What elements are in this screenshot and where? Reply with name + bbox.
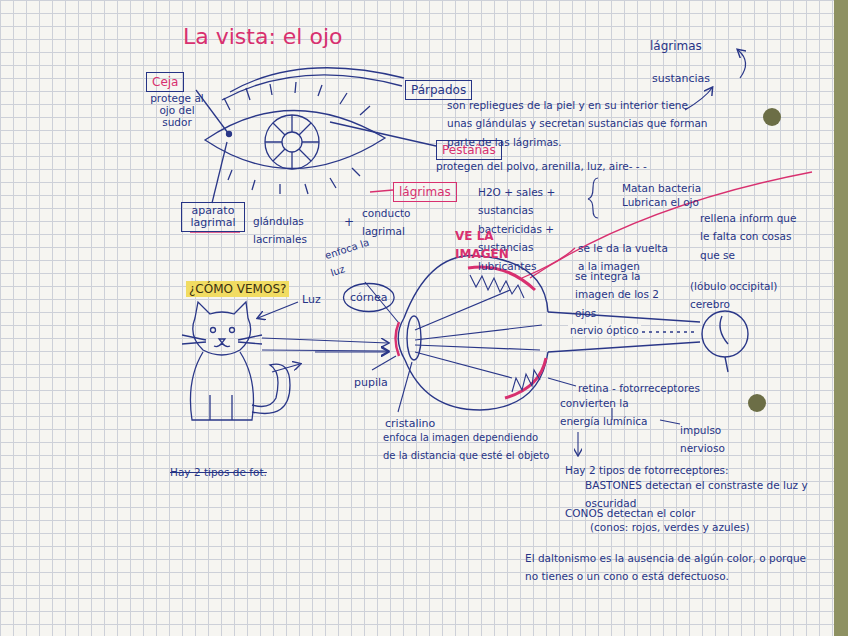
note-text: (conos: rojos, verdes y azules) xyxy=(590,521,750,533)
note-label: pupila xyxy=(354,372,388,390)
note-label: conducto lagrimal xyxy=(362,203,432,240)
node-heading: córnea xyxy=(342,282,396,313)
note-text: lágrimas xyxy=(650,39,702,53)
note-text: Hay 2 tipos de fot. xyxy=(170,466,267,478)
note-text: Hay 2 tipos de fotorreceptores: xyxy=(565,464,729,476)
note-label: Hay 2 tipos de fotorreceptores: xyxy=(565,460,729,478)
note-label: lágrimas xyxy=(650,36,702,54)
note-label: Luz xyxy=(302,289,321,307)
note-label: (lóbulo occipital) cerebro xyxy=(690,276,802,313)
light-rays xyxy=(258,290,542,378)
cornea-circle: córnea xyxy=(342,282,396,313)
note-text: cristalino xyxy=(385,417,435,430)
note-label: Lubrican el ojo xyxy=(622,192,699,210)
note-label: VE LA IMAGEN xyxy=(455,226,535,263)
title-text: La vista: el ojo xyxy=(183,24,343,49)
page-title: La vista: el ojo xyxy=(183,24,343,49)
note-text: CONOS detectan el color xyxy=(565,507,695,519)
note-text: se integra la imagen de los 2 ojos xyxy=(575,270,659,319)
note-text: + xyxy=(344,215,354,229)
note-text: BASTONES detectan el constraste de luz y… xyxy=(585,479,808,509)
tears-box: lágrimas xyxy=(393,181,457,202)
note-label: El daltonismo es la ausencia de algún co… xyxy=(525,548,815,585)
note-text: (lóbulo occipital) cerebro xyxy=(690,280,777,310)
note-label: se le da la vuelta a la imagen xyxy=(578,238,674,275)
eyelid-box: Párpados xyxy=(405,79,472,100)
note-text: retina - fotorreceptores xyxy=(578,382,700,394)
note-label: retina - fotorreceptores xyxy=(578,378,700,396)
note-text: Lubrican el ojo xyxy=(622,196,699,208)
note-label: (conos: rojos, verdes y azules) xyxy=(590,517,805,535)
note-label: enfoca la imagen dependiendo de la dista… xyxy=(383,427,553,464)
retina xyxy=(468,267,546,398)
note-label: ¿CÓMO VEMOS? xyxy=(186,279,289,297)
note-text: pupila xyxy=(354,376,388,389)
note-label: son repliegues de la piel y en su interi… xyxy=(447,95,709,150)
lacrimal-box: aparato lagrimal xyxy=(181,202,245,232)
red-accents xyxy=(190,172,812,278)
note-text: Luz xyxy=(302,293,321,306)
note-label: BASTONES detectan el constraste de luz y… xyxy=(585,475,810,512)
node-note: protegen del polvo, arenilla, luz, aire-… xyxy=(436,160,706,172)
node-heading: Ceja xyxy=(146,72,184,92)
note-label: glándulas lacrimales xyxy=(253,211,333,248)
note-text: rellena inform que le falta con cosas qu… xyxy=(700,212,796,261)
note-label: impulso nervioso xyxy=(680,420,750,457)
note-label: Hay 2 tipos de fot. xyxy=(170,462,267,480)
note-text: enfoca la imagen dependiendo de la dista… xyxy=(383,432,549,461)
node-heading: Párpados xyxy=(405,80,472,100)
note-text: VE LA IMAGEN xyxy=(455,229,509,261)
node-heading: aparato lagrimal xyxy=(181,202,245,232)
desk-edge xyxy=(834,0,848,636)
note-text: se le da la vuelta a la imagen xyxy=(578,242,668,272)
note-text: El daltonismo es la ausencia de algún co… xyxy=(525,552,806,582)
note-label: nervio óptico xyxy=(568,320,641,338)
note-text: sustancias xyxy=(652,72,710,85)
note-label: enfoca la luz xyxy=(322,231,379,281)
note-label: Matan bacteria xyxy=(622,178,701,196)
note-label: + xyxy=(344,212,354,230)
note-text: convierten la energía lumínica xyxy=(560,397,648,427)
node-note: protege al ojo del sudor xyxy=(146,92,208,128)
note-text: glándulas lacrimales xyxy=(253,215,307,245)
note-text: ¿CÓMO VEMOS? xyxy=(186,281,289,297)
punch-holes xyxy=(748,108,781,412)
note-text: son repliegues de la piel y en su interi… xyxy=(447,99,707,148)
note-text: nervio óptico xyxy=(568,324,641,336)
node-heading: lágrimas xyxy=(393,182,457,202)
eyebrow-box: Cejaprotege al ojo del sudor xyxy=(146,71,208,128)
note-label: rellena inform que le falta con cosas qu… xyxy=(700,208,805,263)
note-label: convierten la energía lumínica xyxy=(560,393,670,430)
note-text: Matan bacteria xyxy=(622,182,701,194)
note-text: enfoca la luz xyxy=(324,237,371,279)
note-label: cristalino xyxy=(385,413,435,431)
note-text: impulso nervioso xyxy=(680,424,725,454)
note-label: sustancias xyxy=(652,68,710,86)
leader-lines xyxy=(365,282,680,455)
note-label: CONOS detectan el color xyxy=(565,503,695,521)
eyeball xyxy=(396,256,749,410)
note-text: conducto lagrimal xyxy=(362,207,411,237)
note-label: se integra la imagen de los 2 ojos xyxy=(575,266,671,321)
cat-drawing xyxy=(182,302,290,420)
